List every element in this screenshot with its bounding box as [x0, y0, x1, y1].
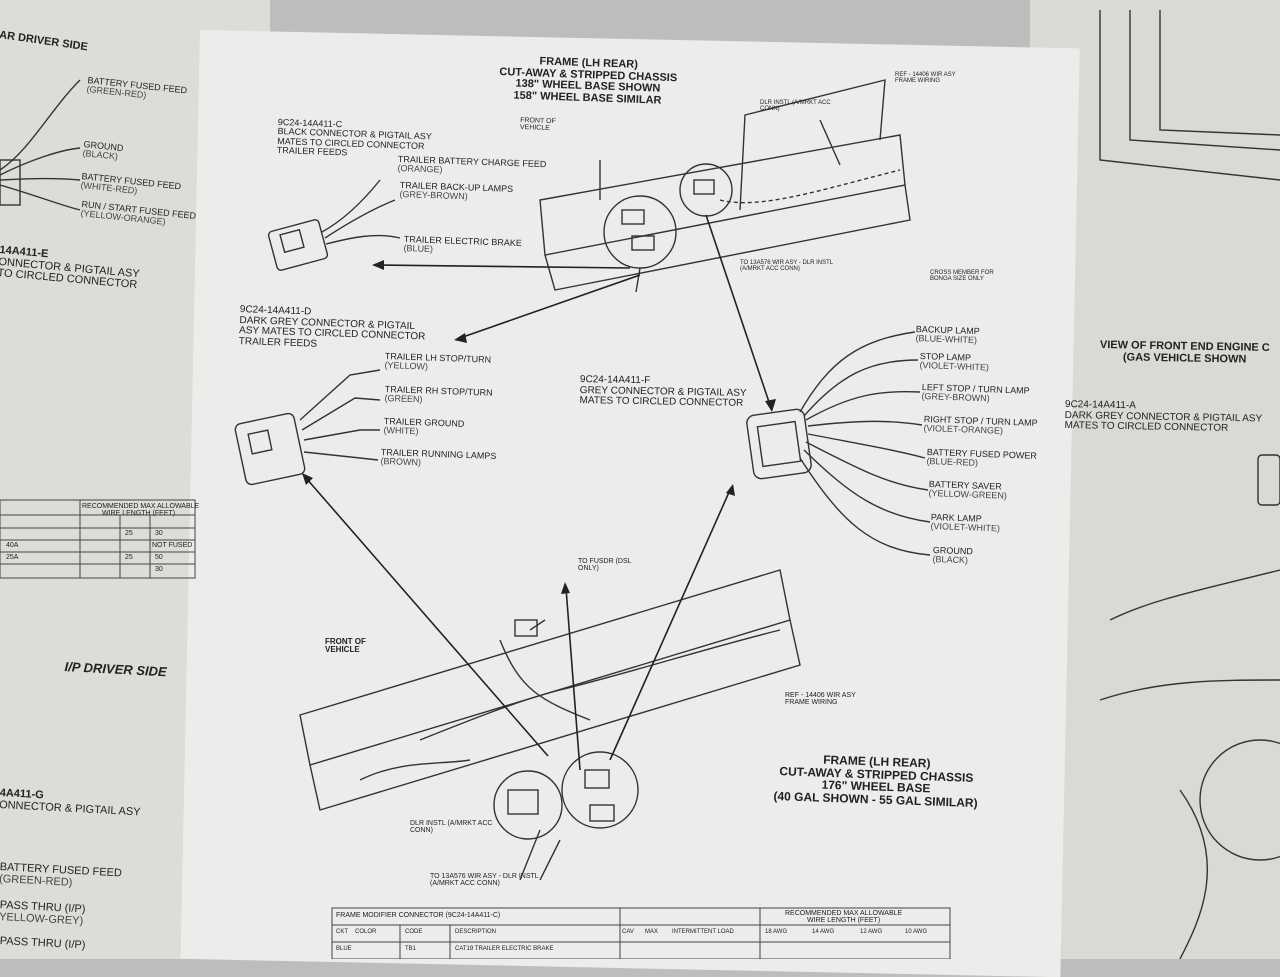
arrow-heads	[302, 260, 776, 594]
connector-d-part: 9C24-14A411-D DARK GREY CONNECTOR & PIGT…	[238, 304, 426, 350]
bottom-table-col-load: INTERMITTENT LOAD	[672, 929, 734, 935]
connector-d-wire-3: TRAILER GROUND (WHITE)	[383, 416, 465, 437]
right-part-a: 9C24-14A411-A DARK GREY CONNECTOR & PIGT…	[1064, 399, 1263, 434]
bottom-table-col-10awg: 10 AWG	[905, 929, 928, 935]
right-sheet-drawing	[1099, 10, 1280, 959]
connector-f-wire-1: BACKUP LAMP (BLUE-WHITE)	[915, 324, 980, 346]
left-table-row-2: 40A	[6, 542, 19, 549]
bottom-table-row-code: TB1	[405, 946, 417, 952]
bottom-dlr-instl: DLR INSTL (A/MRKT ACC CONN)	[410, 820, 493, 835]
bottom-table-col-14awg: 14 AWG	[812, 929, 835, 935]
top-front-of-vehicle: FRONT OF VEHICLE	[519, 116, 556, 133]
connector-d-wire-2: TRAILER RH STOP/TURN (GREEN)	[384, 384, 493, 405]
bottom-frame-title: FRAME (LH REAR) CUT-AWAY & STRIPPED CHAS…	[773, 752, 978, 810]
connector-d-wire-1: TRAILER LH STOP/TURN (YELLOW)	[384, 351, 492, 372]
top-dlr-instl: DLR INSTL (A/MRKT ACC CONN)	[760, 100, 831, 113]
left-table-cell: 30	[155, 530, 163, 537]
left-table-row-3: 25A	[6, 554, 19, 561]
left-sheet-drawing	[0, 79, 81, 211]
bottom-table-row-desc: CAT19 TRAILER ELECTRIC BRAKE	[455, 946, 554, 952]
bottom-table-col-ckt: CKT	[336, 929, 348, 935]
bottom-table-title: FRAME MODIFIER CONNECTOR (9C24-14A411-C)	[336, 912, 501, 919]
connector-c-drawing	[267, 179, 401, 271]
connector-f-wire-8: GROUND (BLACK)	[932, 545, 974, 566]
bottom-to-fuse: TO FUSDR (DSL ONLY)	[578, 558, 632, 573]
bottom-ref-frame: REF - 14406 WIR ASY FRAME WIRING	[785, 692, 856, 707]
connector-f-wire-5: BATTERY FUSED POWER (BLUE-RED)	[926, 447, 1037, 469]
connector-f-wire-7: PARK LAMP (VIOLET-WHITE)	[930, 512, 1001, 534]
bottom-table-col-12awg: 12 AWG	[860, 929, 883, 935]
connector-f-wire-4: RIGHT STOP / TURN LAMP (VIOLET-ORANGE)	[923, 414, 1038, 437]
right-view-title: VIEW OF FRONT END ENGINE C (GAS VEHICLE …	[1099, 339, 1270, 366]
bottom-table-col-max: MAX	[645, 929, 659, 935]
bottom-table-col-cav: CAV	[622, 929, 634, 935]
left-table-cell: NOT FUSED	[152, 542, 193, 549]
connector-f-wire-6: BATTERY SAVER (YELLOW-GREEN)	[928, 479, 1008, 502]
bottom-table-col-18awg: 18 AWG	[765, 929, 788, 935]
connector-d-drawing	[234, 369, 381, 486]
left-table-cell: 25	[125, 554, 133, 561]
connector-f-drawing	[746, 331, 931, 556]
left-table-header: RECOMMENDED MAX ALLOWABLE WIRE LENGTH (F…	[82, 503, 200, 518]
bottom-table-col-code: CODE	[405, 929, 423, 935]
bottom-chassis-drawing	[299, 569, 801, 881]
connector-f-wire-2: STOP LAMP (VIOLET-WHITE)	[919, 351, 990, 373]
top-frame-title: FRAME (LH REAR) CUT-AWAY & STRIPPED CHAS…	[499, 55, 678, 107]
left-table-cell: 50	[155, 554, 163, 561]
connector-c-wire-2: TRAILER BACK-UP LAMPS (GREY-BROWN)	[399, 180, 514, 202]
top-chassis-drawing	[539, 79, 911, 293]
table-lines	[0, 499, 951, 959]
left-feed-2: GROUND (BLACK)	[82, 139, 124, 163]
connector-d-wire-4: TRAILER RUNNING LAMPS (BROWN)	[380, 447, 497, 468]
pointer-arrows	[305, 214, 771, 771]
bottom-table-right-header: RECOMMENDED MAX ALLOWABLE WIRE LENGTH (F…	[785, 910, 903, 925]
left-table-cell: 25	[125, 530, 133, 537]
bottom-front-of-vehicle: FRONT OF VEHICLE	[325, 637, 366, 655]
bottom-table-col-color: COLOR	[355, 929, 377, 935]
left-table-cell: 30	[155, 566, 163, 573]
connector-f-wire-3: LEFT STOP / TURN LAMP (GREY-BROWN)	[921, 382, 1030, 404]
top-cross-member: CROSS MEMBER FOR BONGA SIZE ONLY	[930, 270, 994, 283]
bottom-table-row-color: BLUE	[336, 946, 352, 952]
connector-f-part: 9C24-14A411-F GREY CONNECTOR & PIGTAIL A…	[579, 374, 747, 409]
top-ref-frame: REF - 14406 WIR ASY FRAME WIRING	[895, 72, 956, 85]
left-bottom-feed-2: PASS THRU (I/P) YELLOW-GREY)	[0, 899, 86, 927]
bottom-to-13a576: TO 13A576 WIR ASY - DLR INSTL (A/MRKT AC…	[430, 873, 539, 888]
top-to-13a576: TO 13A576 WIR ASY - DLR INSTL (A/MRKT AC…	[740, 260, 833, 273]
bottom-table-col-desc: DESCRIPTION	[455, 929, 497, 935]
